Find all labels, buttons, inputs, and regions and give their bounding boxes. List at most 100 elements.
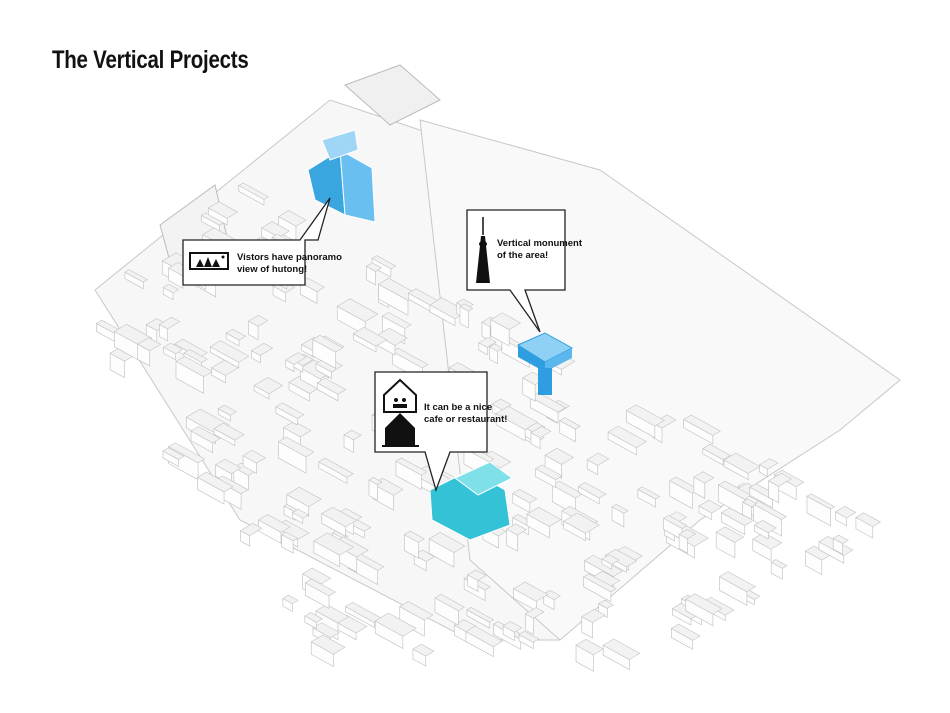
building-roof: [368, 476, 383, 485]
building-roof: [723, 452, 761, 474]
building-roof: [225, 328, 247, 341]
building-roof: [257, 514, 291, 533]
building-roof: [275, 402, 305, 419]
panorama-icon: [189, 252, 229, 270]
building-roof: [304, 612, 323, 623]
building-roof: [529, 392, 567, 413]
building-roof: [381, 312, 412, 329]
building-roof: [759, 458, 779, 470]
building-roof: [663, 515, 688, 529]
building-roof: [518, 630, 540, 643]
building-roof: [652, 414, 677, 429]
building-roof: [247, 314, 269, 327]
building-roof: [217, 404, 237, 416]
callout-cafe: It can be a nice cafe or restaurant!: [374, 371, 507, 493]
building-roof: [543, 590, 561, 601]
building-roof: [693, 471, 715, 484]
building-roof: [742, 498, 758, 508]
callout-text-line2: view of hutong!: [237, 264, 307, 275]
building-roof: [581, 608, 606, 624]
building-roof: [753, 520, 777, 534]
building-roof: [277, 210, 307, 227]
callout-text-line1: Vertical monument: [497, 238, 583, 249]
building-roof: [770, 559, 788, 569]
building-roof: [277, 436, 315, 458]
building-roof: [286, 486, 322, 507]
building-roof: [678, 528, 697, 540]
building-roof: [559, 417, 581, 430]
building-roof: [768, 472, 793, 487]
building-roof: [321, 506, 358, 528]
tower-project: [307, 129, 376, 223]
building-roof: [544, 447, 575, 465]
building-roof: [512, 489, 538, 504]
callout-text-line2: cafe or restaurant!: [424, 414, 507, 425]
building-roof: [163, 342, 184, 355]
building-roof: [253, 377, 284, 395]
building-roof: [601, 554, 620, 565]
building-roof: [718, 571, 757, 593]
building-roof: [162, 283, 180, 294]
building-roof: [242, 450, 267, 464]
building-roof: [207, 201, 239, 219]
building-roof: [806, 493, 836, 510]
building-roof: [855, 512, 882, 528]
building-roof: [215, 475, 249, 495]
building-roof: [607, 425, 648, 449]
building-roof: [371, 255, 397, 270]
building-roof: [466, 569, 487, 581]
callout-monument: Vertical monument of the area!: [466, 209, 583, 333]
building-roof: [281, 531, 299, 542]
building-roof: [312, 622, 341, 639]
building-roof: [399, 601, 434, 621]
building-roof: [670, 623, 701, 641]
building-roof: [365, 262, 383, 272]
building-roof: [250, 342, 274, 356]
building-roof: [488, 343, 504, 352]
building-roof: [315, 604, 350, 624]
building-roof: [459, 303, 474, 312]
building-roof: [395, 457, 428, 476]
building-roof: [526, 506, 562, 527]
building-roof: [604, 548, 638, 568]
building-roof: [162, 447, 185, 460]
callout-text-line1: It can be a nice: [424, 402, 492, 413]
building-roof: [583, 554, 624, 577]
monument-project: [516, 332, 574, 395]
building-roof: [428, 531, 466, 553]
building-roof: [343, 429, 362, 441]
building-roof: [412, 643, 435, 657]
building-roof: [465, 625, 503, 648]
callout-text-line2: of the area!: [497, 250, 548, 261]
building-roof: [310, 634, 346, 655]
building-roof: [524, 607, 545, 619]
building-roof: [752, 500, 788, 520]
building-roof: [495, 405, 539, 430]
house-cafe-icon: [382, 378, 419, 447]
building-roof: [698, 499, 723, 514]
building-roof: [158, 316, 181, 330]
building-roof: [167, 442, 206, 464]
building-roof: [312, 334, 344, 353]
building-roof: [683, 414, 721, 436]
building-roof: [715, 526, 745, 543]
building-roof: [124, 269, 149, 283]
building-roof: [530, 425, 552, 439]
building-roof: [512, 581, 549, 602]
building-roof: [183, 349, 208, 363]
building-roof: [316, 377, 347, 395]
building-roof: [391, 347, 429, 369]
building-roof: [685, 593, 723, 615]
building-roof: [313, 532, 354, 556]
building-roof: [602, 638, 641, 660]
building-roof: [478, 337, 497, 348]
building-roof: [752, 532, 783, 550]
building-roof: [466, 607, 495, 623]
building-roof: [407, 288, 439, 306]
building-roof: [282, 420, 312, 438]
building-roof: [239, 522, 263, 536]
building-roof: [834, 505, 857, 519]
building-roof: [502, 621, 523, 633]
